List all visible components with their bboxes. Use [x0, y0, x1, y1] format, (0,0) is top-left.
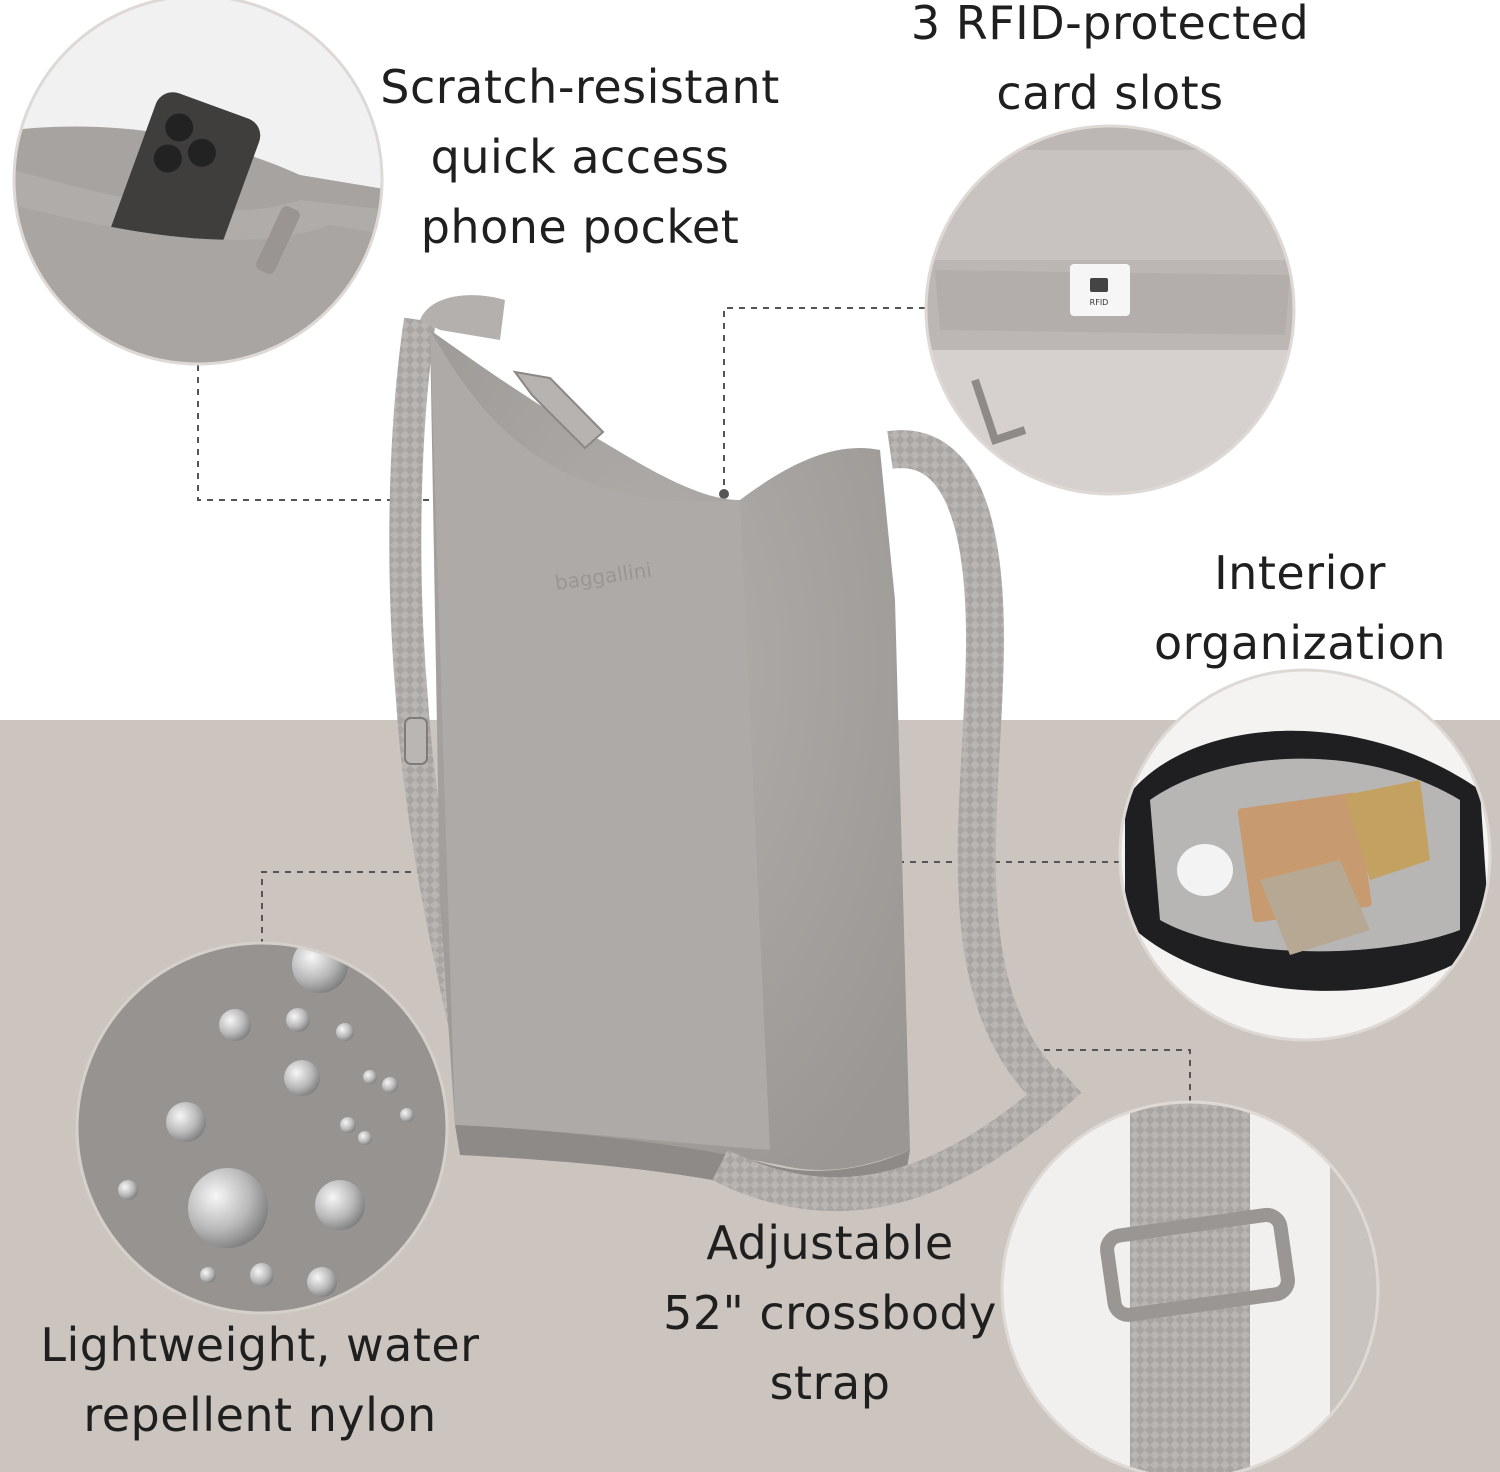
phone-icon [108, 92, 261, 280]
strap-hardware-icon [404, 717, 428, 765]
nylon-line-1: Lightweight, water [40, 1318, 480, 1372]
interior-line-2: organization [1153, 616, 1447, 670]
key-clip-icon [971, 378, 1027, 446]
slide-buckle-icon [1100, 1207, 1295, 1322]
crossbody-bag: baggallini [389, 295, 1082, 1212]
zipper-slider-icon [256, 206, 300, 274]
phone-pocket-detail [14, 0, 382, 364]
rfid-card-slots-detail: RFID [926, 126, 1294, 494]
sunglasses-icon [1345, 780, 1430, 880]
rfid-line-2: card slots [996, 66, 1224, 120]
callout-line-nylon [261, 871, 527, 945]
strap-buckle-detail [1002, 1102, 1378, 1472]
strap-top [420, 295, 505, 340]
callout-dot-rfid [719, 489, 729, 499]
interior-line-1: Interior [1214, 546, 1386, 600]
rfid-caption: 3 RFID-protected card slots [880, 0, 1340, 128]
phone-pocket-line-2: quick access [430, 130, 730, 184]
phone-pocket-caption: Scratch-resistant quick access phone poc… [340, 52, 820, 262]
water-droplets-detail [77, 943, 447, 1313]
strap-line-2: 52" crossbody [663, 1286, 997, 1340]
callout-line-strap [1008, 1049, 1191, 1102]
zipper-pull-icon [512, 370, 605, 450]
rfid-line-1: 3 RFID-protected [910, 0, 1310, 50]
nylon-caption: Lightweight, water repellent nylon [20, 1310, 500, 1450]
callout-line-rfid [723, 307, 925, 494]
strap-loop [712, 1067, 1082, 1212]
strap-right [887, 430, 1073, 1115]
phone-pocket-line-1: Scratch-resistant [380, 60, 780, 114]
rfid-lock-icon [1090, 278, 1108, 292]
rfid-tag-label: RFID [1090, 298, 1109, 307]
strap-caption: Adjustable 52" crossbody strap [640, 1208, 1020, 1418]
phone-pocket-line-3: phone pocket [420, 200, 740, 254]
interior-organization-detail [1120, 670, 1490, 1040]
strap-line-3: strap [769, 1356, 891, 1410]
strap-line-1: Adjustable [706, 1216, 954, 1270]
wrapper-icon [1260, 860, 1370, 955]
bag-front-panel [430, 330, 770, 1150]
earbuds-case-icon [1177, 844, 1233, 896]
nylon-line-2: repellent nylon [83, 1388, 437, 1442]
interior-caption: Interior organization [1130, 538, 1470, 678]
